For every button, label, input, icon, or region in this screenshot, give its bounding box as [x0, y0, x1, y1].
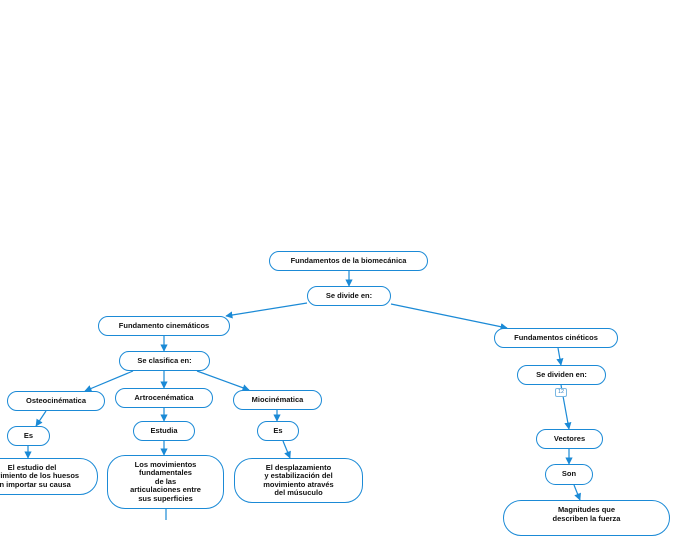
node-osteo[interactable]: Osteocinématica: [7, 391, 105, 411]
connector-layer: [24, 271, 581, 520]
node-magnitudes[interactable]: Magnitudes que describen la fuerza: [503, 500, 670, 536]
connector-osteo-to-es: [35, 410, 47, 427]
connector-clasifica-to-osteo: [84, 370, 134, 392]
node-es-mio[interactable]: Es: [257, 421, 299, 441]
node-clasifica[interactable]: Se clasifica en:: [119, 351, 210, 371]
node-artro[interactable]: Artrocenématica: [115, 388, 213, 408]
node-root[interactable]: Fundamentos de la biomecánica: [269, 251, 428, 271]
connector-es-to-mio-def: [282, 440, 291, 459]
node-mio-definition[interactable]: El desplazamiento y estabilización del m…: [234, 458, 363, 503]
node-mio[interactable]: Miocinématica: [233, 390, 322, 410]
node-cinematicos[interactable]: Fundamento cinemáticos: [98, 316, 230, 336]
node-artro-definition[interactable]: Los movimientos fundamentales de las art…: [107, 455, 224, 509]
node-vectores[interactable]: Vectores: [536, 429, 603, 449]
node-dividen[interactable]: Se dividen en:: [517, 365, 606, 385]
connector-divide-to-cineticos: [390, 303, 508, 331]
node-osteo-definition[interactable]: El estudio del movimiento de los huesos …: [0, 458, 98, 495]
node-son[interactable]: Son: [545, 464, 593, 485]
node-es-osteo[interactable]: Es: [7, 426, 50, 446]
concept-map: Fundamentos de la biomecánica Se divide …: [0, 251, 670, 536]
node-estudia[interactable]: Estudia: [133, 421, 195, 441]
connector-clasifica-to-mio: [196, 370, 250, 392]
node-divide[interactable]: Se divide en:: [307, 286, 391, 306]
connector-divide-to-cinematicos: [225, 302, 308, 319]
collapsed-count-badge[interactable]: 12: [555, 388, 567, 397]
connector-son-to-magnitudes: [573, 484, 581, 501]
node-cineticos[interactable]: Fundamentos cinéticos: [494, 328, 618, 348]
connector-cineticos-to-dividen: [556, 347, 564, 366]
